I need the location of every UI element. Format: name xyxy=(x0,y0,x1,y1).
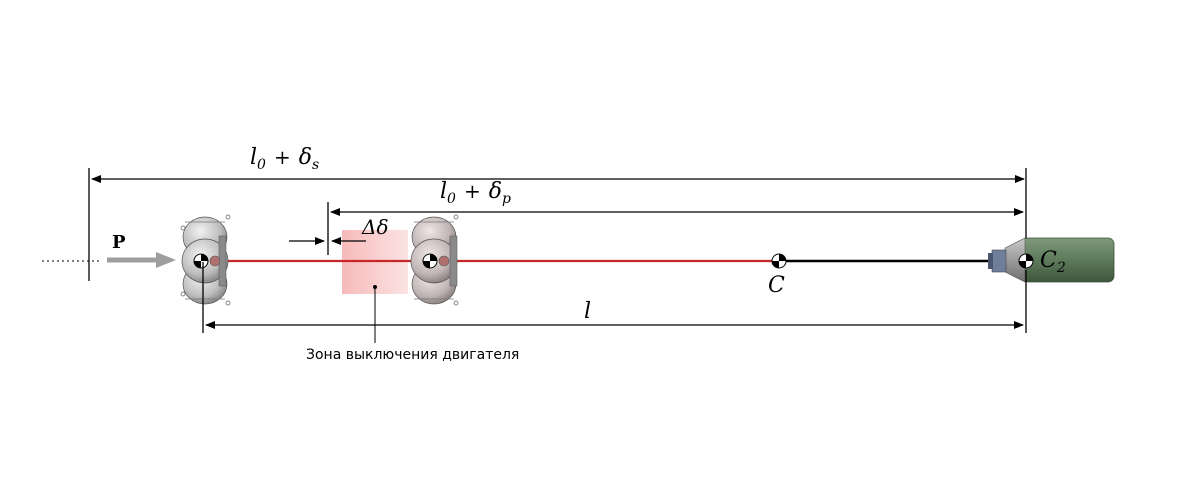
dim-ls-label: l0+δs xyxy=(250,145,319,173)
dim-lp-label: l0+δp xyxy=(440,179,511,207)
force-arrow xyxy=(107,252,176,268)
center-of-mass-c xyxy=(771,253,787,269)
point-c2-label: C2 xyxy=(1040,248,1066,276)
point-c-label: C xyxy=(768,273,785,298)
force-label: P xyxy=(112,232,126,253)
center-of-mass-satellite-2 xyxy=(422,253,438,269)
zone-caption: Зона выключения двигателя xyxy=(306,347,519,363)
satellite-shifted xyxy=(410,214,459,306)
delta-delta-label: Δδ xyxy=(361,215,388,239)
dim-l-label: l xyxy=(584,299,591,324)
center-of-mass-c2 xyxy=(1018,253,1034,269)
center-of-mass-satellite-1 xyxy=(193,253,209,269)
tank-body xyxy=(988,237,1115,283)
